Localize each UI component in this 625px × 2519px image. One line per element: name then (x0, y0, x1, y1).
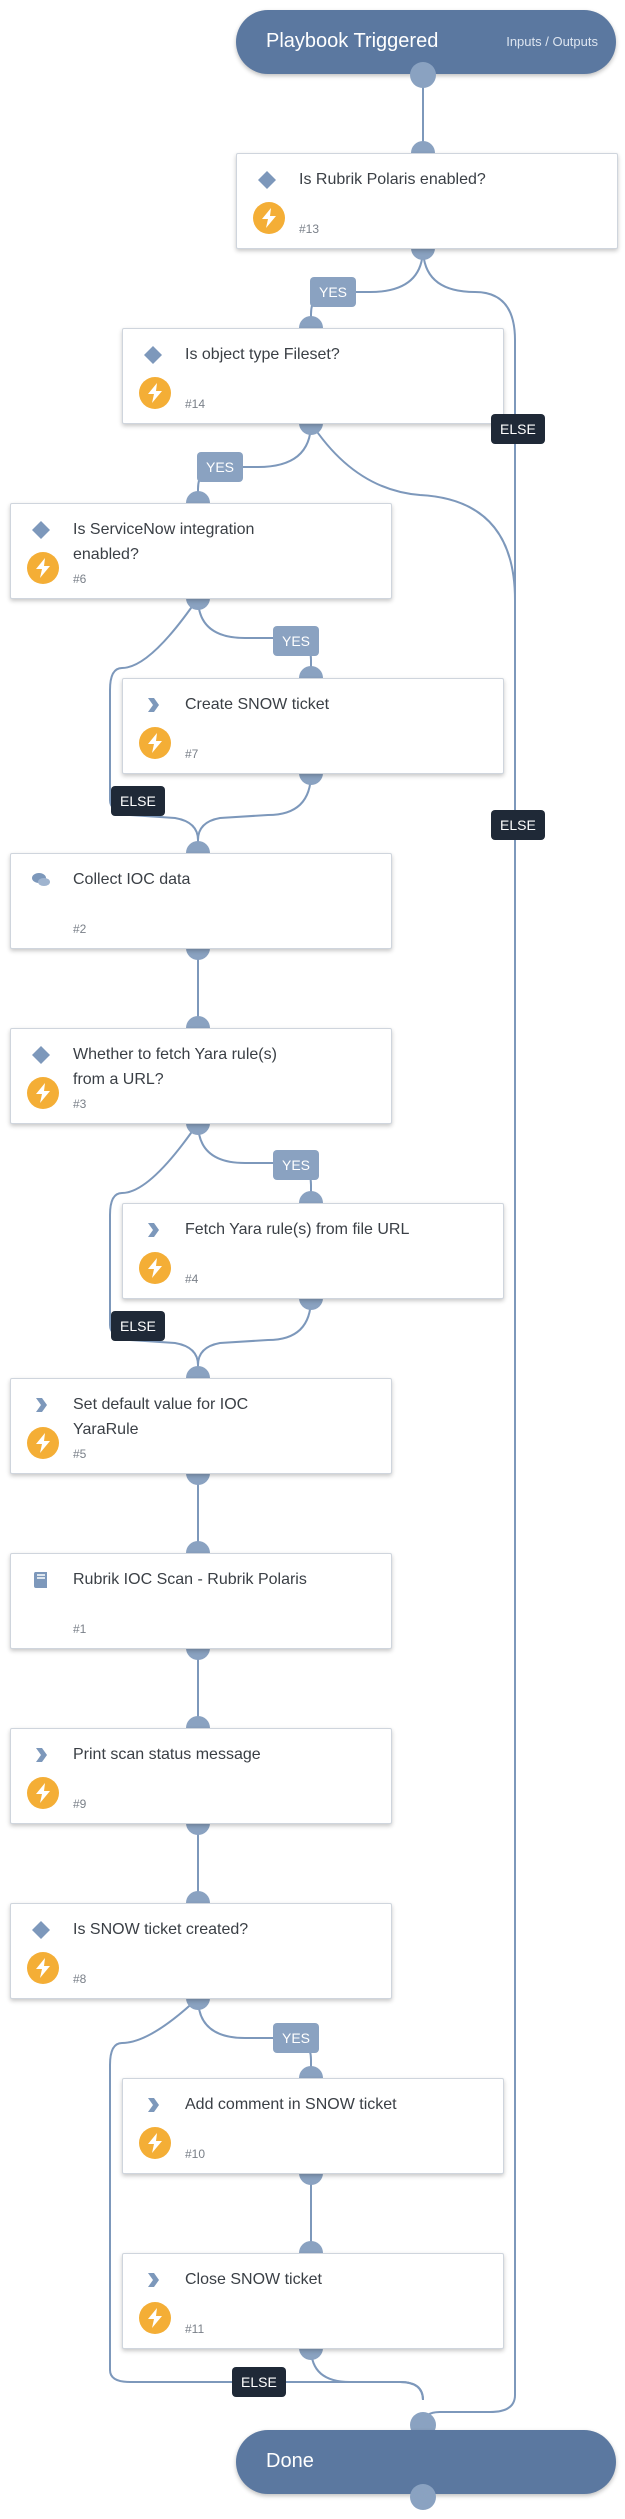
edge-arrow (192, 1720, 204, 1728)
edge-arrow (305, 2245, 317, 2253)
branch-label-yes: YES (273, 626, 320, 656)
edge-11-to-done (310, 2347, 424, 2401)
chevron-right-icon (31, 1745, 51, 1765)
bolt-icon (139, 727, 171, 759)
bolt-icon (139, 377, 171, 409)
task-label: Rubrik IOC Scan - Rubrik Polaris (73, 1571, 307, 1588)
task-id: #13 (299, 222, 320, 236)
edge-arrow (192, 1370, 204, 1378)
task-label: Is SNOW ticket created? (73, 1921, 249, 1938)
branch-label-else: ELSE (491, 414, 545, 444)
chat-bubble-icon (31, 870, 51, 890)
task-label: Close SNOW ticket (185, 2271, 322, 2288)
edge-arrow (192, 1020, 204, 1028)
bolt-icon (27, 1427, 59, 1459)
task-label: Is Rubrik Polaris enabled? (299, 171, 486, 188)
diamond-icon (257, 170, 277, 190)
book-icon (31, 1570, 51, 1590)
task-label: Collect IOC data (73, 871, 191, 888)
edge-arrow (305, 1195, 317, 1203)
inputs-outputs-link[interactable]: Inputs / Outputs (506, 34, 598, 49)
task-label: Create SNOW ticket (185, 696, 330, 713)
edge-arrow (305, 320, 317, 328)
branch-label-yes: YES (273, 2023, 320, 2053)
edge-arrow (417, 145, 429, 153)
task-node-2[interactable]: Collect IOC data #2 (10, 853, 392, 949)
task-id: #10 (185, 2147, 206, 2161)
task-id: #4 (185, 1272, 199, 1286)
task-id: #9 (73, 1797, 87, 1811)
task-node-8[interactable]: Is SNOW ticket created? #8 (10, 1903, 392, 1999)
start-connector[interactable] (410, 62, 436, 88)
task-node-10[interactable]: Add comment in SNOW ticket #10 (122, 2078, 504, 2174)
bolt-icon (27, 1952, 59, 1984)
task-id: #1 (73, 1622, 87, 1636)
task-node-6[interactable]: Is ServiceNow integration enabled? #6 (10, 503, 392, 599)
chevron-right-icon (143, 2270, 163, 2290)
bolt-icon (139, 2302, 171, 2334)
edge-arrow (192, 845, 204, 853)
edge-arrow (305, 670, 317, 678)
task-label: Print scan status message (73, 1746, 261, 1763)
edge-arrow (305, 2070, 317, 2078)
bolt-icon (27, 1077, 59, 1109)
task-node-7[interactable]: Create SNOW ticket #7 (122, 678, 504, 774)
task-node-1[interactable]: Rubrik IOC Scan - Rubrik Polaris #1 (10, 1553, 392, 1649)
task-label: Fetch Yara rule(s) from file URL (185, 1221, 410, 1238)
edge-arrow (192, 495, 204, 503)
task-id: #14 (185, 397, 206, 411)
chevron-right-icon (31, 1395, 51, 1415)
bolt-icon (253, 202, 285, 234)
task-label: Set default value for IOC YaraRule (73, 1396, 249, 1438)
diamond-icon (31, 520, 51, 540)
start-title: Playbook Triggered (266, 30, 439, 52)
chevron-right-icon (143, 1220, 163, 1240)
task-node-14[interactable]: Is object type Fileset? #14 (122, 328, 504, 424)
end-connector[interactable] (410, 2484, 436, 2510)
task-node-11[interactable]: Close SNOW ticket #11 (122, 2253, 504, 2349)
edge-arrow (192, 1545, 204, 1553)
bolt-icon (139, 2127, 171, 2159)
branch-label-yes: YES (197, 452, 244, 482)
diamond-icon (143, 345, 163, 365)
task-label: Is ServiceNow integration enabled? (73, 521, 255, 563)
branch-label-else: ELSE (111, 1311, 165, 1341)
task-node-4[interactable]: Fetch Yara rule(s) from file URL #4 (122, 1203, 504, 1299)
task-label: Add comment in SNOW ticket (185, 2096, 397, 2113)
bolt-icon (139, 1252, 171, 1284)
task-label: Whether to fetch Yara rule(s) from a URL… (73, 1046, 277, 1088)
diamond-icon (31, 1045, 51, 1065)
end-title: Done (266, 2450, 314, 2472)
bolt-icon (27, 1777, 59, 1809)
task-id: #7 (185, 747, 199, 761)
branch-label-else: ELSE (232, 2367, 286, 2397)
task-node-13[interactable]: Is Rubrik Polaris enabled? #13 (236, 153, 618, 249)
end-node[interactable]: Done (236, 2430, 616, 2494)
chevron-right-icon (143, 2095, 163, 2115)
task-id: #8 (73, 1972, 87, 1986)
diamond-icon (31, 1920, 51, 1940)
branch-label-yes: YES (273, 1150, 320, 1180)
task-id: #6 (73, 572, 87, 586)
task-id: #2 (73, 922, 87, 936)
branch-label-yes: YES (310, 277, 357, 307)
branch-label-else: ELSE (111, 786, 165, 816)
task-id: #11 (185, 2322, 205, 2336)
edge-arrow (192, 1895, 204, 1903)
task-node-3[interactable]: Whether to fetch Yara rule(s) from a URL… (10, 1028, 392, 1124)
edge-7-to-2 (197, 772, 312, 841)
edge-4-to-5 (197, 1297, 312, 1366)
branch-label-else: ELSE (491, 810, 545, 840)
chevron-right-icon (143, 695, 163, 715)
task-id: #5 (73, 1447, 87, 1461)
bolt-icon (27, 552, 59, 584)
task-node-5[interactable]: Set default value for IOC YaraRule #5 (10, 1378, 392, 1474)
task-label: Is object type Fileset? (185, 346, 340, 363)
task-node-9[interactable]: Print scan status message #9 (10, 1728, 392, 1824)
task-id: #3 (73, 1097, 87, 1111)
